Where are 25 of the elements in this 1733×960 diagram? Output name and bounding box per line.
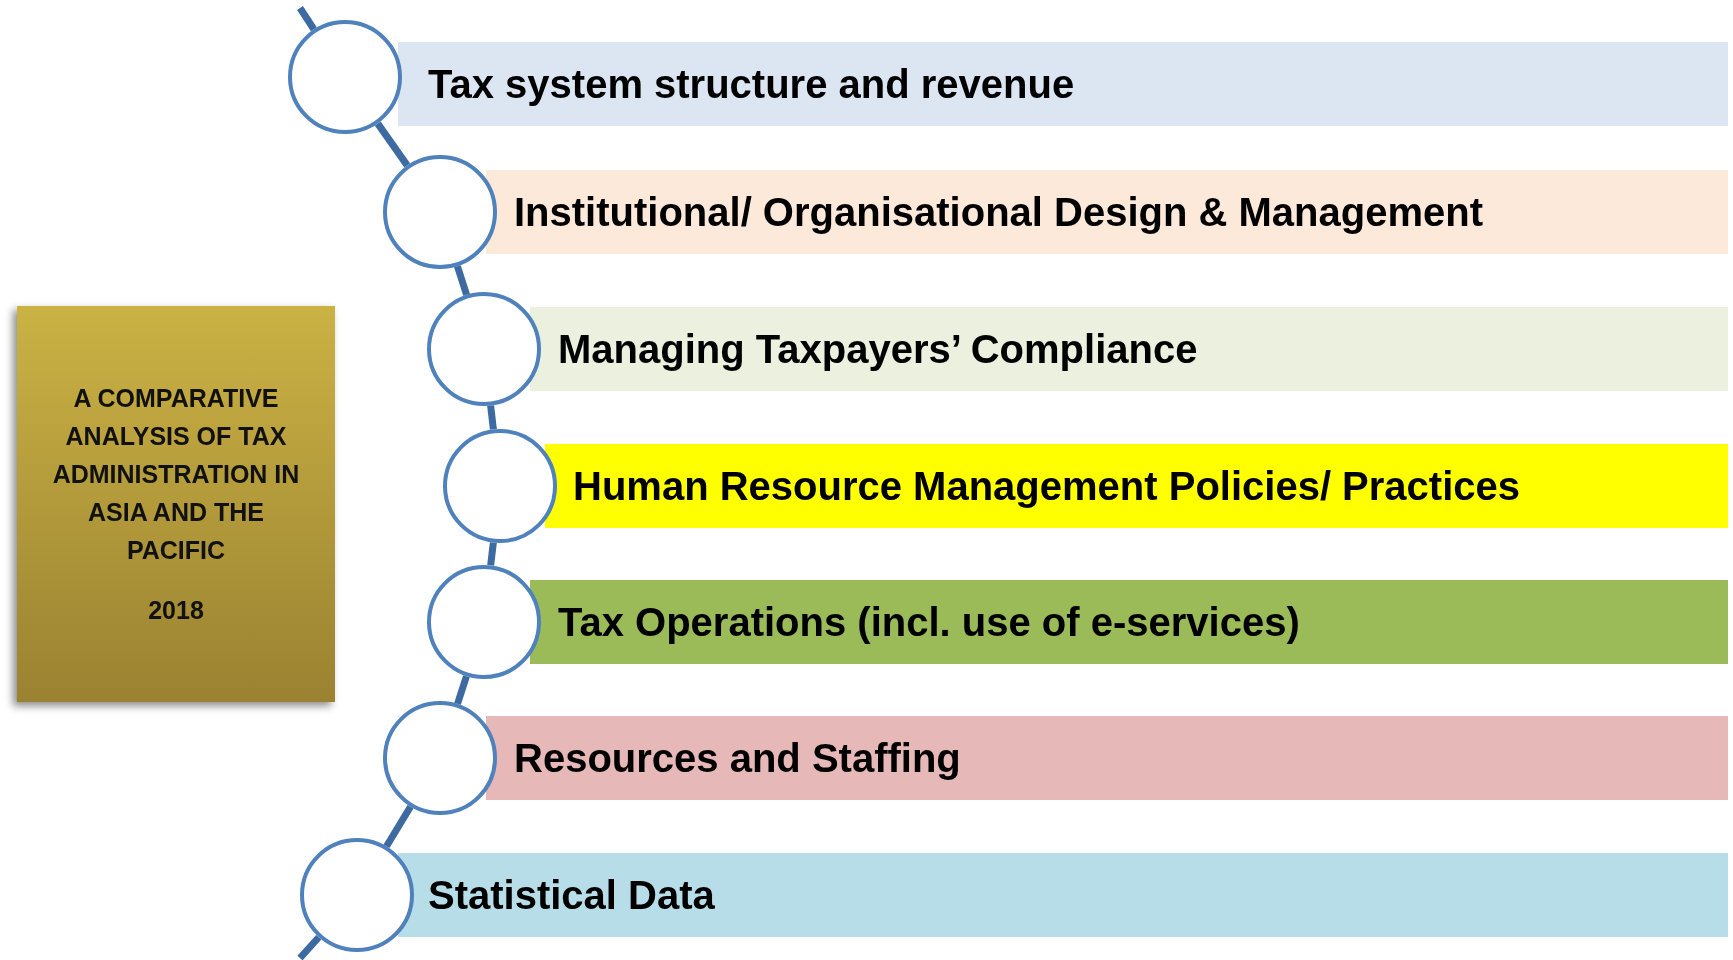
connector-line	[383, 804, 414, 849]
connector-line	[487, 542, 497, 566]
topic-bar	[486, 716, 1728, 800]
topic-label: Tax Operations (incl. use of e-services)	[558, 599, 1300, 645]
topic-label: Tax system structure and revenue	[428, 61, 1075, 107]
topic-bar	[530, 580, 1728, 664]
topic-bar	[398, 853, 1728, 937]
topic-label: Resources and Staffing	[514, 735, 961, 781]
topic-bar	[398, 42, 1728, 126]
connector-line	[374, 121, 411, 168]
connector-line	[454, 265, 470, 296]
connector-line	[297, 6, 317, 32]
report-cover	[17, 306, 335, 702]
report-year: 2018	[148, 595, 204, 626]
topic-bar	[545, 444, 1728, 528]
topic-bar	[486, 170, 1728, 254]
report-title: A COMPARATIVE ANALYSIS OF TAX ADMINISTRATION IN ASIA AND THE PACIFIC	[51, 383, 301, 566]
topic-label: Statistical Data	[428, 872, 715, 918]
connector-line	[454, 675, 470, 705]
topic-label: Institutional/ Organisational Design & Management	[514, 189, 1483, 235]
topic-bar	[530, 307, 1728, 391]
topic-label: Human Resource Management Policies/ Practices	[573, 463, 1521, 509]
topic-label: Managing Taxpayers’ Compliance	[558, 326, 1198, 372]
connector-line	[297, 934, 322, 960]
connector-line	[487, 405, 497, 430]
